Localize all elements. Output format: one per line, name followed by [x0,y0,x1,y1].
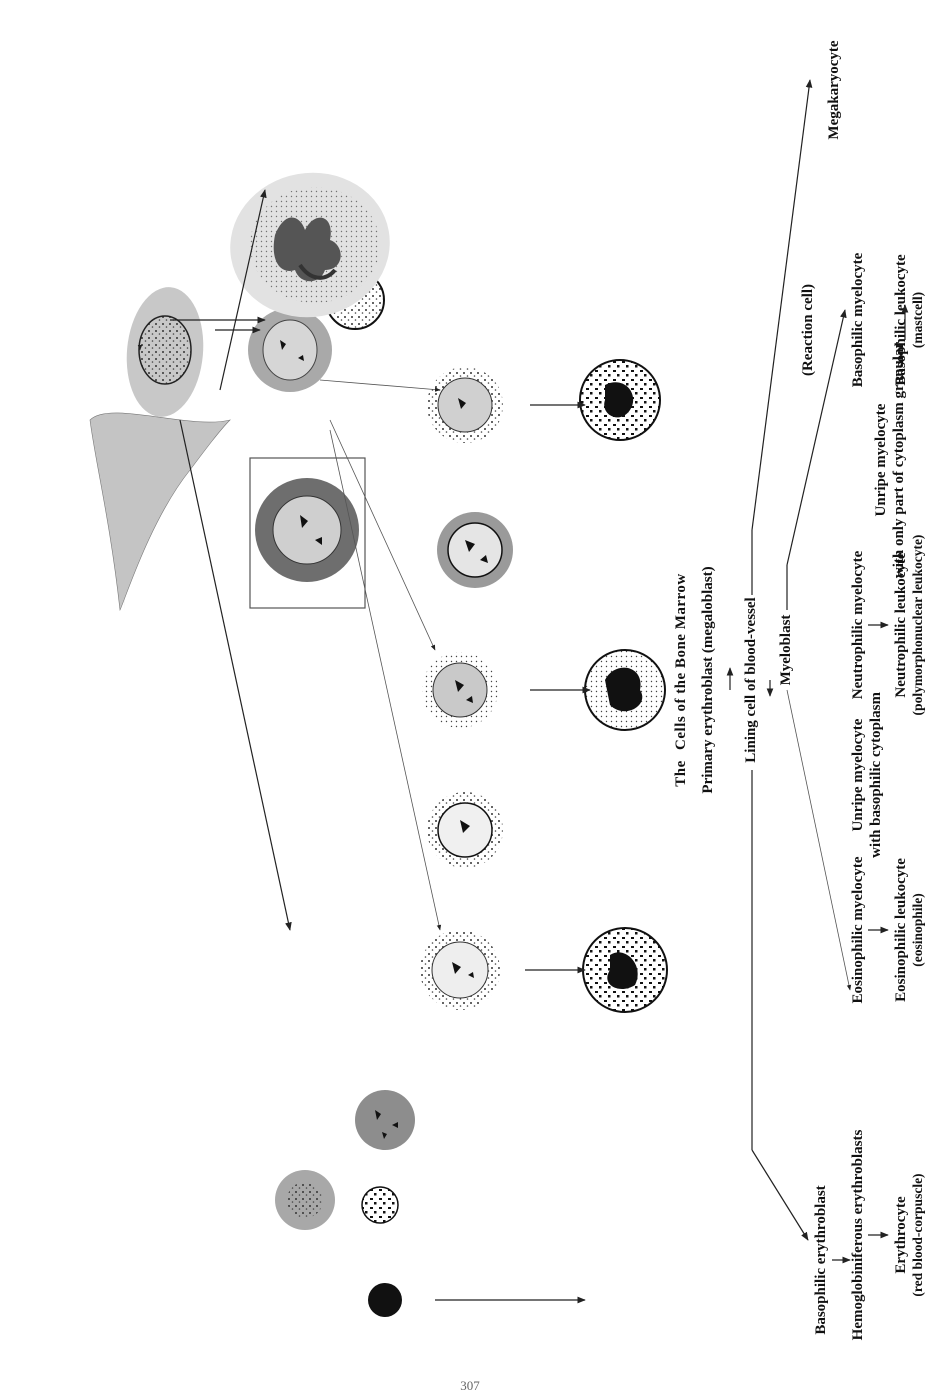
myelocyte-row [420,367,513,1010]
lining-cell-drawing [89,287,231,612]
label-basophilic-erythroblast: Basophilic erythroblast [813,1185,829,1334]
cell-illustrations [89,172,668,1317]
label-basophilic-note: (mastcell) [910,292,925,348]
label-neutrophilic-leukocyte: Neutrophilic leukocyte [893,552,909,697]
erythroid-cells [275,1090,415,1317]
label-hemoglobiniferous: Hemoglobiniferous erythroblasts [850,1129,866,1340]
label-eosinophilic-leukocyte: Eosinophilic leukocyte [893,858,909,1002]
label-unripe-granular-2: with only part of cytoplasm granular [891,342,907,579]
label-primary-erythroblast: Primary erythroblast (megaloblast) [700,566,716,793]
label-reaction-cell: (Reaction cell) [800,284,816,376]
caption-prefix: The [673,760,689,787]
label-megakaryocyte: Megakaryocyte [826,40,842,139]
label-lining-cell: Lining cell of blood-vessel [743,597,759,762]
label-basophilic-leukocyte: Basophilic leukocyte [893,254,909,386]
label-erythrocyte-note: (red blood-corpuscle) [910,1173,925,1296]
illustration-arrows [137,189,591,1304]
caption-title: Cells of the Bone Marrow [673,573,689,750]
lineage-connectors [726,79,909,1264]
label-eosinophilic-myelocyte: Eosinophilic myelocyte [850,856,866,1003]
label-unripe-granular-1: Unripe myelocyte [873,403,889,516]
boxed-cell-drawing [249,457,366,609]
label-erythrocyte: Erythrocyte [893,1196,909,1274]
diagram-caption: The Cells of the Bone Marrow [673,573,689,786]
leukocyte-row [579,359,668,1013]
megakaryocyte-drawing [230,172,390,318]
label-unripe-basophilic-2: with basophilic cytoplasm [868,692,884,858]
label-basophilic-myelocyte: Basophilic myelocyte [850,252,866,387]
page-number: 307 [460,1378,480,1393]
label-neutrophilic-note: (polymorphonuclear leukocyte) [910,535,925,716]
label-unripe-basophilic-1: Unripe myelocyte [850,718,866,831]
label-neutrophilic-myelocyte: Neutrophilic myelocyte [850,550,866,699]
label-eosinophilic-note: (eosinophile) [910,893,925,967]
lineage-text: The Cells of the Bone Marrow Primary ery… [673,40,925,1340]
label-myeloblast: Myeloblast [778,615,794,686]
megaloblast-drawing [248,308,332,392]
